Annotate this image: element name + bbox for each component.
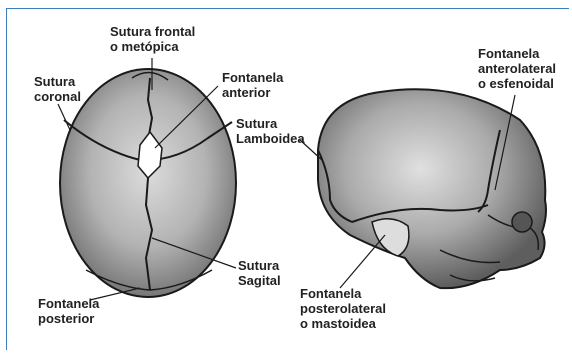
skull-side-view	[318, 89, 546, 288]
label-sutura-lamboidea: Sutura Lamboidea	[236, 116, 305, 146]
label-fontanela-anterolateral: Fontanela anterolateral o esfenoidal	[478, 46, 556, 91]
label-sutura-sagital: Sutura Sagital	[238, 258, 281, 288]
label-sutura-coronal: Sutura coronal	[34, 74, 81, 104]
skull-top-view	[60, 69, 236, 297]
label-fontanela-posterior: Fontanela posterior	[38, 296, 99, 326]
label-sutura-frontal: Sutura frontal o metópica	[110, 24, 195, 54]
label-fontanela-anterior: Fontanela anterior	[222, 70, 283, 100]
label-fontanela-posterolateral: Fontanela posterolateral o mastoidea	[300, 286, 386, 331]
